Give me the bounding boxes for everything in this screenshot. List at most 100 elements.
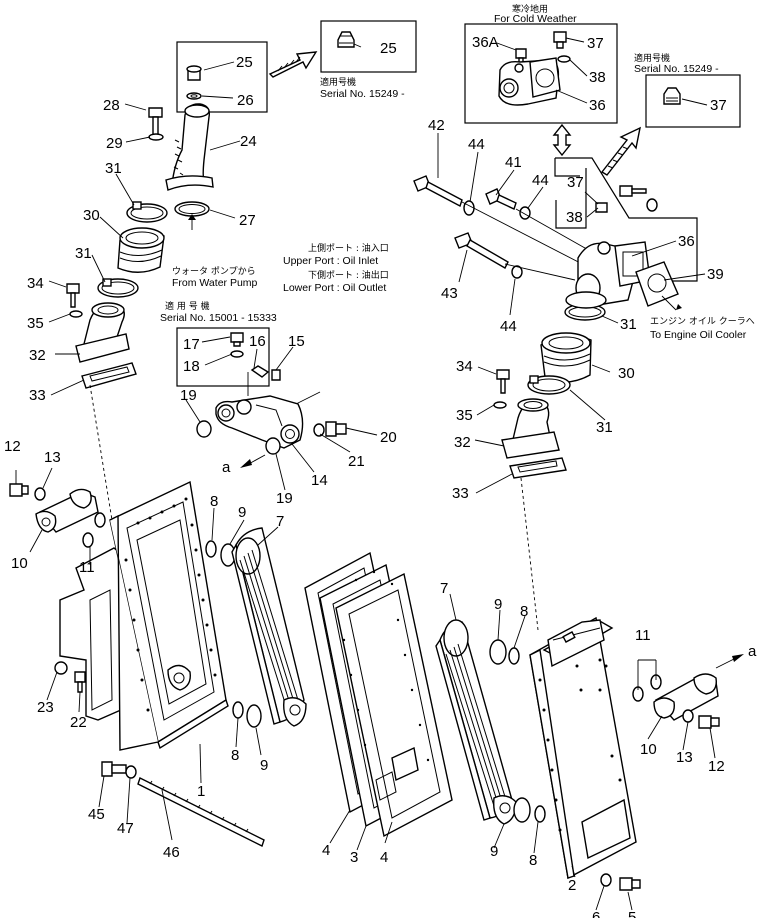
label-37b: 37 bbox=[710, 97, 727, 114]
water-pump-jp: ウォータ ポンプから bbox=[172, 266, 256, 277]
label-33b: 33 bbox=[452, 485, 469, 502]
label-15: 15 bbox=[288, 333, 305, 350]
label-28: 28 bbox=[103, 97, 120, 114]
oil-port-group bbox=[176, 327, 347, 468]
serial-caption-a: Serial No. 15249 - bbox=[320, 88, 405, 100]
label-7a: 7 bbox=[276, 513, 284, 530]
label-4b: 4 bbox=[380, 849, 388, 866]
label-10b: 10 bbox=[640, 741, 657, 758]
label-4a: 4 bbox=[322, 842, 330, 859]
upper-port-jp: 上側ポート : 油入口 bbox=[308, 242, 389, 254]
label-31c: 31 bbox=[620, 316, 637, 333]
label-31d: 31 bbox=[596, 419, 613, 436]
label-32a: 32 bbox=[29, 347, 46, 364]
label-25b: 25 bbox=[380, 40, 397, 57]
label-7b: 7 bbox=[440, 580, 448, 597]
gasket-plates bbox=[304, 551, 453, 838]
leader-lines bbox=[15, 37, 716, 911]
lower-port-jp: 下側ポート : 油出口 bbox=[308, 269, 389, 281]
label-27: 27 bbox=[239, 212, 256, 229]
label-35b: 35 bbox=[456, 407, 473, 424]
label-37c: 37 bbox=[567, 174, 584, 191]
label-5: 5 bbox=[628, 909, 636, 918]
label-41: 41 bbox=[505, 154, 522, 171]
label-8b: 8 bbox=[231, 747, 239, 764]
cold-weather-caption: For Cold Weather bbox=[494, 13, 577, 25]
captions: 寒冷地用 For Cold Weather 適用号機 Serial No. 15… bbox=[160, 3, 757, 660]
label-34a: 34 bbox=[27, 275, 44, 292]
label-36b: 36 bbox=[678, 233, 695, 250]
label-20: 20 bbox=[380, 429, 397, 446]
detail-box-37b bbox=[645, 74, 741, 128]
label-34b: 34 bbox=[456, 358, 473, 375]
thermostat-housing-group bbox=[413, 23, 741, 631]
label-42: 42 bbox=[428, 117, 445, 134]
label-8d: 8 bbox=[529, 852, 537, 869]
part-labels: 25 25 26 2 4 28 29 27 31 30 31 34 35 32 3… bbox=[4, 34, 727, 918]
label-19b: 19 bbox=[276, 490, 293, 507]
detail-box-25b bbox=[320, 20, 417, 73]
label-6: 6 bbox=[592, 909, 600, 918]
label-8c: 8 bbox=[520, 603, 528, 620]
label-16: 16 bbox=[249, 333, 266, 350]
label-32b: 32 bbox=[454, 434, 471, 451]
serial-jp-a: 適用号機 bbox=[320, 76, 356, 88]
label-9b: 9 bbox=[260, 757, 268, 774]
label-12b: 12 bbox=[708, 758, 725, 775]
label-8a: 8 bbox=[210, 493, 218, 510]
label-13b: 13 bbox=[676, 749, 693, 766]
cold-weather-box bbox=[464, 23, 618, 124]
label-11b: 11 bbox=[635, 627, 651, 644]
serial-caption-b: Serial No. 15249 - bbox=[634, 63, 719, 75]
cooler-case-left bbox=[9, 480, 265, 847]
label-25: 25 bbox=[236, 54, 253, 71]
label-33a: 33 bbox=[29, 387, 46, 404]
label-9d: 9 bbox=[490, 843, 498, 860]
label-22: 22 bbox=[70, 714, 87, 731]
label-9c: 9 bbox=[494, 596, 502, 613]
label-11a: 11 bbox=[79, 559, 95, 576]
label-44b: 44 bbox=[532, 172, 549, 189]
serial-jp-b: 適用号機 bbox=[634, 52, 670, 64]
lower-port-caption: Lower Port : Oil Outlet bbox=[283, 282, 386, 294]
serial-caption-c: Serial No. 15001 - 15333 bbox=[160, 312, 277, 324]
label-45: 45 bbox=[88, 806, 105, 823]
label-19a: 19 bbox=[180, 387, 197, 404]
label-29: 29 bbox=[106, 135, 123, 152]
label-44a: 44 bbox=[468, 136, 485, 153]
label-12a: 12 bbox=[4, 438, 21, 455]
hatched-arrow bbox=[268, 51, 318, 78]
cold-weather-jp: 寒冷地用 bbox=[512, 3, 548, 15]
label-46: 46 bbox=[163, 844, 180, 861]
serial-jp-c: 適 用 号 機 bbox=[165, 300, 210, 312]
water-pump-caption: From Water Pump bbox=[172, 277, 258, 289]
detail-box-17-18 bbox=[176, 327, 270, 387]
inlet-pipe-group bbox=[66, 20, 417, 521]
label-23: 23 bbox=[37, 699, 54, 716]
label-47: 47 bbox=[117, 820, 134, 837]
detail-box-25-26 bbox=[176, 41, 268, 113]
ref-a-left: a bbox=[222, 459, 231, 476]
double-arrow bbox=[552, 123, 572, 157]
label-35a: 35 bbox=[27, 315, 44, 332]
label-39: 39 bbox=[707, 266, 724, 283]
cooler-case-right bbox=[529, 616, 744, 891]
label-38b: 38 bbox=[566, 209, 583, 226]
label-30a: 30 bbox=[83, 207, 100, 224]
label-21: 21 bbox=[348, 453, 365, 470]
label-10a: 10 bbox=[11, 555, 28, 572]
label-36a: 36 bbox=[589, 97, 606, 114]
label-30b: 30 bbox=[618, 365, 635, 382]
label-31a: 31 bbox=[105, 160, 122, 177]
upper-port-caption: Upper Port : Oil Inlet bbox=[283, 255, 378, 267]
cooler-element-right bbox=[435, 619, 546, 825]
label-36A: 36A bbox=[472, 34, 499, 51]
label-2: 2 bbox=[568, 877, 576, 894]
label-43: 43 bbox=[441, 285, 458, 302]
label-44c: 44 bbox=[500, 318, 517, 335]
label-1: 1 bbox=[197, 783, 205, 800]
oil-cooler-caption: To Engine Oil Cooler bbox=[650, 329, 747, 341]
label-26: 26 bbox=[237, 92, 254, 109]
label-31b: 31 bbox=[75, 245, 92, 262]
